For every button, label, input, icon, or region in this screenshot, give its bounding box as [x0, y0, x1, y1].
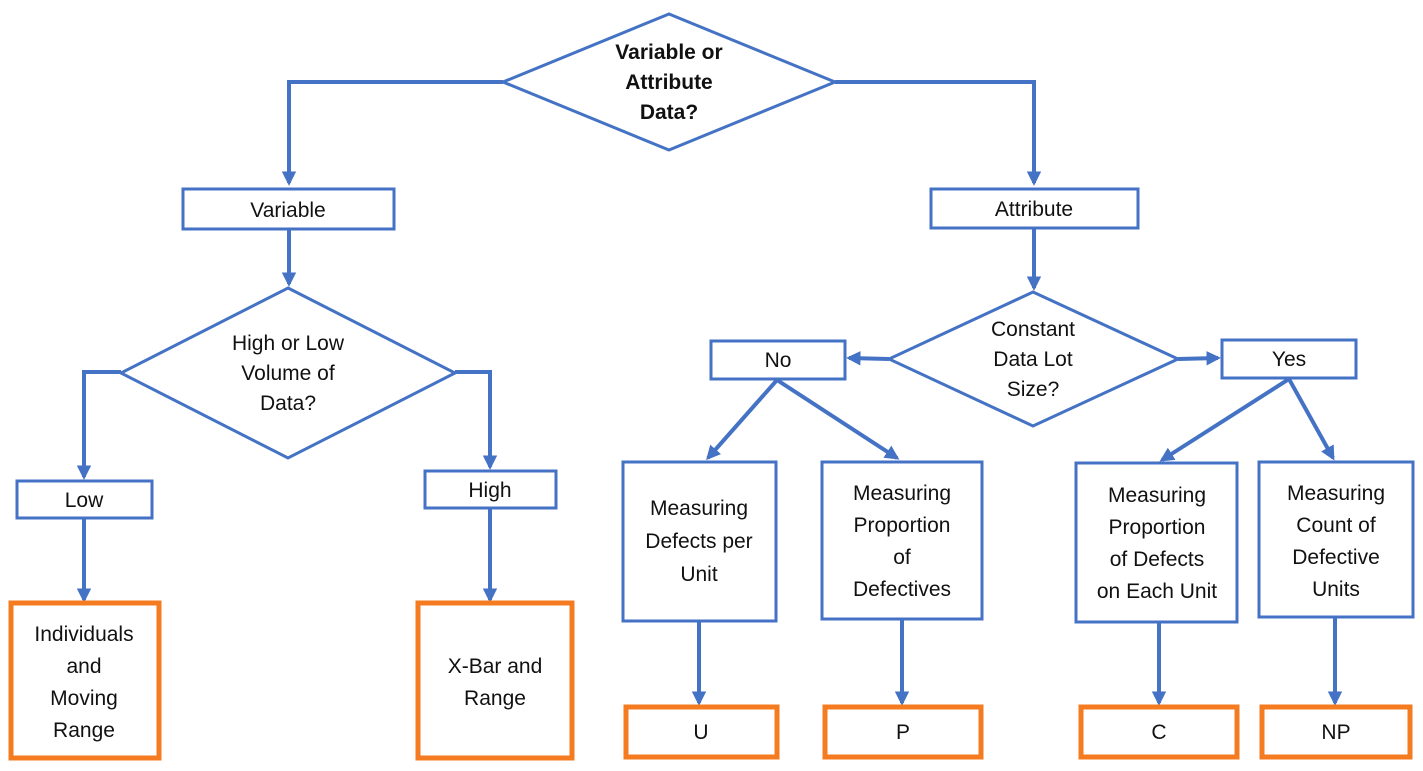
outcome-xbar: X-Bar and Range — [415, 600, 575, 761]
decision-lotsize-line-1: Constant — [991, 318, 1075, 341]
decision-root-line-1: Variable or — [615, 41, 722, 64]
node-proportion-defectives: Measuring Proportion of Defectives — [820, 460, 984, 621]
edge-no-to-proportion-defectives — [775, 378, 900, 460]
node-defects-per-unit-line-2: Defects per — [645, 530, 752, 553]
decision-lotsize-line-3: Size? — [1007, 378, 1060, 401]
node-proportion-defectives-line-4: Defectives — [853, 578, 951, 601]
node-attribute-label: Attribute — [995, 198, 1073, 221]
decision-diamond — [499, 12, 839, 152]
outcome-xbar-line-1: X-Bar and — [448, 655, 543, 678]
node-box — [820, 460, 984, 621]
outcome-imr-line-2: and — [66, 655, 101, 678]
decision-volume-line-3: Data? — [260, 392, 316, 415]
node-count-defective-line-1: Measuring — [1287, 482, 1385, 505]
node-box — [423, 469, 558, 510]
node-proportion-defects-line-3: of Defects — [1110, 548, 1205, 571]
node-no: No — [709, 339, 847, 381]
node-variable-label: Variable — [250, 199, 326, 222]
decision-lotsize: Constant Data Lot Size? — [885, 290, 1182, 428]
node-count-defective-line-4: Units — [1312, 578, 1360, 601]
outcome-imr-line-1: Individuals — [34, 623, 133, 646]
node-count-defective-units: Measuring Count of Defective Units — [1257, 460, 1415, 619]
edge-root-to-attribute — [835, 80, 1042, 186]
edge-root-to-variable — [281, 80, 503, 186]
node-count-defective-line-2: Count of — [1296, 514, 1376, 537]
node-box — [1220, 338, 1358, 380]
outcome-c-label: C — [1151, 721, 1166, 744]
outcome-np-label: NP — [1321, 721, 1350, 744]
node-high-label: High — [468, 479, 511, 502]
node-box — [1257, 460, 1415, 619]
outcome-box — [8, 600, 162, 761]
node-count-defective-line-3: Defective — [1292, 546, 1380, 569]
node-proportion-defects-line-2: Proportion — [1109, 516, 1206, 539]
edge-volume-to-low — [76, 370, 121, 480]
outcome-c: C — [1078, 704, 1240, 760]
node-low: Low — [15, 479, 154, 520]
node-yes-label: Yes — [1272, 348, 1306, 371]
outcome-p: P — [822, 704, 984, 760]
node-high: High — [423, 469, 558, 510]
node-proportion-defects-line-1: Measuring — [1108, 484, 1206, 507]
outcome-box — [1259, 704, 1413, 760]
decision-lotsize-line-2: Data Lot — [993, 348, 1073, 371]
decision-volume: High or Low Volume of Data? — [117, 286, 459, 460]
node-yes: Yes — [1220, 338, 1358, 380]
outcome-p-label: P — [896, 721, 910, 744]
outcome-imr-line-3: Moving — [50, 687, 118, 710]
outcome-box — [623, 704, 780, 760]
outcome-u-label: U — [693, 721, 708, 744]
outcome-imr: Individuals and Moving Range — [8, 600, 162, 761]
node-defects-per-unit: Measuring Defects per Unit — [621, 460, 778, 623]
node-low-label: Low — [65, 489, 104, 512]
node-proportion-defectives-line-3: of — [893, 546, 911, 569]
node-box — [621, 460, 778, 623]
outcome-imr-line-4: Range — [53, 719, 115, 742]
outcome-np: NP — [1259, 704, 1413, 760]
decision-volume-line-2: Volume of — [241, 362, 335, 385]
edge-no-to-defects-per-unit — [706, 378, 779, 461]
node-box — [709, 339, 847, 381]
edge-lotsize-to-no — [846, 351, 890, 366]
node-attribute: Attribute — [929, 187, 1140, 230]
node-proportion-defects-line-4: on Each Unit — [1097, 580, 1217, 603]
edge-yes-to-count-defective — [1287, 378, 1335, 461]
node-box — [181, 187, 396, 231]
edge-yes-to-proportion-defects — [1159, 377, 1291, 462]
outcome-xbar-line-2: Range — [464, 687, 526, 710]
node-proportion-defects-each-unit: Measuring Proportion of Defects on Each … — [1074, 461, 1239, 624]
decision-volume-line-1: High or Low — [232, 332, 345, 355]
node-no-label: No — [765, 349, 792, 372]
decision-diamond — [117, 286, 459, 460]
decision-root-line-2: Attribute — [625, 71, 713, 94]
decision-diamond — [885, 290, 1182, 428]
edge-lotsize-to-yes — [1177, 351, 1221, 366]
node-box — [15, 479, 154, 520]
outcome-box — [822, 704, 984, 760]
node-proportion-defectives-line-2: Proportion — [854, 514, 951, 537]
decision-root: Variable or Attribute Data? — [499, 12, 839, 152]
connectors — [76, 80, 1343, 706]
node-proportion-defectives-line-1: Measuring — [853, 482, 951, 505]
edge-volume-to-high — [455, 370, 498, 470]
node-box — [929, 187, 1140, 230]
outcome-box — [415, 600, 575, 761]
node-defects-per-unit-line-3: Unit — [680, 563, 718, 586]
node-box — [1074, 461, 1239, 624]
outcome-box — [1078, 704, 1240, 760]
node-variable: Variable — [181, 187, 396, 231]
node-defects-per-unit-line-1: Measuring — [650, 497, 748, 520]
outcome-u: U — [623, 704, 780, 760]
decision-root-line-3: Data? — [640, 101, 698, 124]
